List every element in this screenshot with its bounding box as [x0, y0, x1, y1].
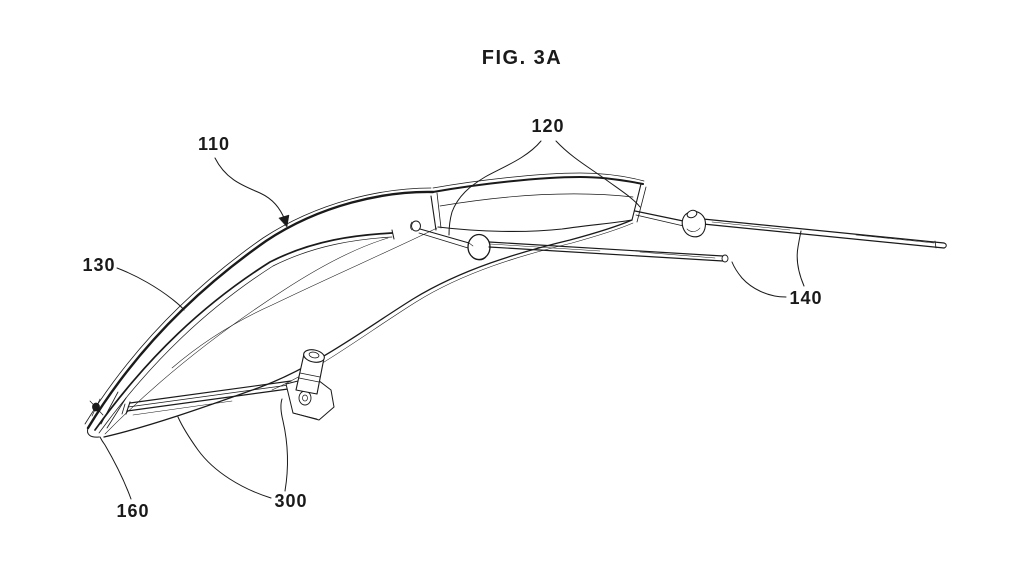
ref-numeral-160: 160 — [116, 501, 150, 521]
rod-clamp-body — [682, 211, 705, 237]
pivot-disc — [468, 235, 490, 260]
ref-numeral-130: 130 — [82, 255, 116, 275]
leader-300-bracket — [281, 399, 288, 491]
cross-bar-left-cap-2 — [122, 404, 125, 414]
leader-160 — [100, 437, 131, 499]
cylinder-top-cap — [302, 348, 325, 364]
band-to-clamp-strut-2 — [636, 215, 688, 227]
ref-numeral-300: 300 — [274, 491, 308, 511]
cylinder-collar-2 — [300, 373, 320, 377]
leader-140-upper — [797, 231, 804, 286]
outer-edge-110 — [88, 192, 433, 428]
front-edge-inner — [272, 223, 633, 390]
rib-130-end-cap — [392, 230, 394, 239]
leader-130 — [117, 268, 184, 310]
band-mid-line — [440, 194, 633, 206]
upper-rod-top — [703, 219, 944, 243]
band-top-edge — [433, 177, 643, 192]
rib-130 — [95, 233, 392, 430]
panel-crease-line — [172, 228, 437, 368]
upper-rod-bottom — [703, 224, 944, 248]
cross-bar-left-cap-1 — [126, 402, 130, 414]
tip-hatch-1 — [101, 392, 118, 424]
band-right-cap-2 — [637, 187, 646, 222]
band-right-cap-1 — [632, 184, 641, 220]
rib-130-inner-line — [99, 237, 392, 433]
bracket-hole-outer — [299, 391, 311, 405]
leader-110 — [215, 158, 285, 220]
ref-numeral-120: 120 — [531, 116, 565, 136]
tip-curl-160 — [87, 428, 99, 437]
upper-rod-shading-1 — [856, 235, 934, 243]
band-to-clamp-strut-1 — [635, 211, 688, 222]
band-top-edge-highlight — [433, 173, 644, 188]
band-left-seam-1 — [431, 196, 436, 230]
bracket-plate-line — [293, 413, 317, 419]
upper-rod-end-cap — [944, 243, 946, 248]
upper-rod-shading-2 — [712, 222, 790, 230]
pivot-disc-notch — [472, 257, 486, 260]
pivot-disc-detail — [469, 243, 473, 246]
arrowhead-110 — [279, 215, 289, 227]
cross-bar-line-2 — [128, 385, 289, 407]
rivet-cross-1 — [90, 401, 103, 415]
band-bottom-edge — [438, 220, 632, 231]
front-edge — [104, 220, 632, 437]
leader-300-bar — [178, 417, 271, 498]
cylinder-collar-1 — [299, 378, 319, 382]
lower-rod-top — [489, 242, 723, 256]
inner-rib-line — [105, 238, 388, 434]
figure-title: FIG. 3A — [481, 47, 563, 69]
bracket-hole-inner — [303, 395, 308, 401]
leader-120-left — [449, 141, 541, 235]
rod-clamp-knob — [686, 209, 698, 219]
lower-rod-bottom — [489, 247, 723, 261]
cross-bar-shading — [133, 401, 232, 415]
tip-hatch-2 — [107, 398, 126, 428]
leader-120-right — [556, 141, 640, 207]
rod-clamp-shade — [687, 228, 700, 232]
pivot-joint — [411, 221, 491, 260]
cross-bar-line-3 — [127, 389, 288, 411]
pivot-pin — [412, 221, 421, 231]
support-band-120 — [431, 173, 646, 231]
canopy-blade — [85, 188, 633, 437]
leader-lines — [100, 141, 804, 499]
ref-numeral-140: 140 — [789, 288, 823, 308]
lower-rod-end-cap — [722, 255, 728, 262]
band-left-seam-2 — [437, 193, 441, 228]
cylinder-top-cap-inner — [309, 351, 320, 359]
rivet-cross-2 — [92, 399, 100, 416]
cross-bar-line-1 — [130, 381, 291, 403]
outer-edge-110-highlight — [85, 188, 431, 424]
actuator-assembly-300 — [90, 348, 334, 420]
support-rods-140 — [489, 209, 946, 262]
upper-rod-cap-line — [935, 241, 936, 248]
pin-link-1 — [420, 229, 469, 243]
pivot-pin-shade — [411, 222, 413, 230]
pin-link-2 — [419, 233, 468, 248]
ref-numeral-110: 110 — [197, 134, 231, 154]
lower-rod-shading-1 — [640, 252, 715, 258]
leader-140-lower — [732, 262, 786, 297]
lower-rod-shading-2 — [490, 244, 600, 251]
